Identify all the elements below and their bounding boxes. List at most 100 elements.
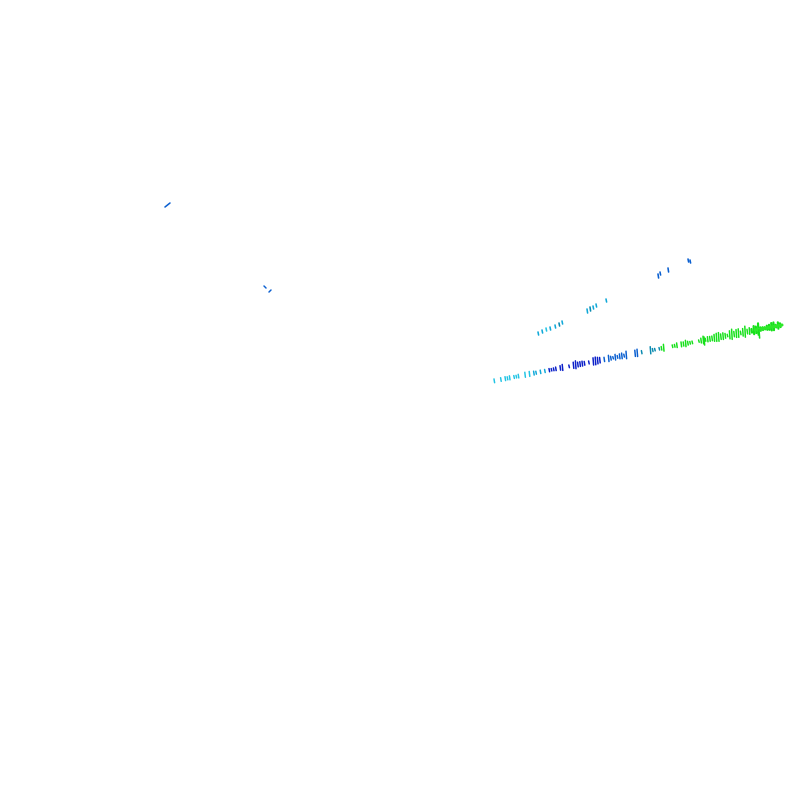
main-streak-mark xyxy=(592,357,595,366)
main-streak-mark xyxy=(539,369,542,375)
main-streak-mark xyxy=(623,353,626,358)
main-streak-mark xyxy=(680,341,683,348)
main-streak-mark xyxy=(739,330,742,336)
fragment-top-left xyxy=(164,202,171,208)
main-streak-mark xyxy=(700,337,703,344)
main-streak-mark xyxy=(649,346,652,355)
upper-trail-mark xyxy=(541,329,544,334)
main-streak-mark xyxy=(524,371,527,378)
main-streak-mark xyxy=(708,335,711,342)
upper-trail-mark xyxy=(592,305,595,310)
main-streak-mark xyxy=(552,367,555,372)
main-streak-mark xyxy=(704,337,707,342)
main-streak-mark xyxy=(634,349,637,358)
main-streak-mark xyxy=(717,331,720,343)
main-streak-mark xyxy=(673,343,676,348)
main-streak-mark xyxy=(744,325,747,338)
fragment-mid-left-a xyxy=(263,285,267,289)
main-streak-mark xyxy=(741,327,744,337)
main-streak-mark xyxy=(724,332,727,339)
main-streak-mark xyxy=(548,367,551,373)
main-streak-mark xyxy=(750,327,754,334)
main-streak-mark xyxy=(596,356,599,365)
main-streak-mark xyxy=(711,335,714,342)
main-streak-mark xyxy=(697,339,700,343)
main-streak-mark xyxy=(730,328,733,341)
main-streak-mark xyxy=(532,370,535,376)
main-streak-mark xyxy=(719,333,722,341)
main-streak-mark xyxy=(506,376,509,381)
main-streak-mark xyxy=(651,347,654,353)
main-streak-mark xyxy=(726,333,729,338)
main-streak-mark xyxy=(528,370,531,378)
upper-trail-mark xyxy=(689,259,692,264)
main-streak-mark xyxy=(715,332,718,343)
main-streak-mark xyxy=(746,328,749,335)
main-streak-mark xyxy=(618,353,621,360)
upper-trail-mark xyxy=(657,273,660,279)
upper-trail-mark xyxy=(561,320,564,325)
main-streak-mark xyxy=(689,340,692,345)
main-streak-mark xyxy=(625,350,628,360)
upper-trail-mark xyxy=(545,327,548,332)
main-streak-mark xyxy=(636,348,639,358)
main-streak-mark xyxy=(535,370,538,375)
main-streak-mark xyxy=(682,341,685,347)
upper-trail-mark xyxy=(586,308,589,314)
main-streak-mark xyxy=(603,356,606,363)
upper-trail-mark xyxy=(589,306,592,312)
main-streak-mark xyxy=(662,343,665,352)
upper-trail-mark xyxy=(687,258,690,263)
main-streak-mark xyxy=(660,345,663,351)
main-streak-mark xyxy=(640,349,643,355)
main-streak-mark xyxy=(550,367,553,372)
upper-trail-mark xyxy=(554,324,557,329)
main-streak-mark xyxy=(587,360,590,365)
main-streak-mark xyxy=(735,328,738,339)
main-streak-mark xyxy=(653,347,656,352)
main-streak-mark xyxy=(568,364,571,369)
main-streak-mark xyxy=(614,353,617,361)
main-streak-mark xyxy=(686,340,689,346)
main-streak-mark xyxy=(583,360,586,366)
main-streak-mark xyxy=(675,342,678,349)
main-streak-mark xyxy=(733,330,736,338)
main-streak-mark xyxy=(513,374,516,380)
main-streak-mark xyxy=(737,328,740,339)
green-streak-drop xyxy=(703,336,706,346)
main-streak-mark xyxy=(620,352,623,360)
main-streak-mark xyxy=(671,344,674,349)
main-streak-mark xyxy=(728,330,731,340)
main-streak-mark xyxy=(574,360,577,370)
main-streak-mark xyxy=(504,376,507,382)
streak-marks xyxy=(164,202,784,384)
main-streak-mark xyxy=(554,366,557,372)
main-streak-mark xyxy=(691,340,694,345)
main-streak-mark xyxy=(607,354,610,363)
main-streak-mark xyxy=(517,373,520,379)
main-streak-mark xyxy=(598,356,601,364)
upper-trail-mark xyxy=(558,322,561,327)
main-streak-mark xyxy=(543,368,546,374)
main-streak-mark xyxy=(576,361,579,368)
main-streak-mark xyxy=(594,356,597,366)
main-streak-mark xyxy=(684,339,687,348)
upper-trail-mark xyxy=(659,271,662,276)
upper-trail-mark xyxy=(667,267,670,273)
main-streak-mark xyxy=(559,364,562,371)
main-streak-mark xyxy=(702,335,705,345)
main-streak-mark xyxy=(561,363,564,372)
main-streak-mark xyxy=(706,336,709,343)
main-streak-mark xyxy=(616,354,619,359)
upper-trail-mark xyxy=(549,326,552,331)
main-streak-mark xyxy=(722,332,725,341)
main-streak-mark xyxy=(609,355,612,361)
main-streak-mark xyxy=(572,361,575,370)
main-streak-mark xyxy=(748,327,751,336)
upper-trail-mark xyxy=(537,331,540,336)
main-streak-mark xyxy=(579,361,582,368)
main-streak-mark xyxy=(499,377,502,383)
main-streak-mark xyxy=(713,333,716,342)
